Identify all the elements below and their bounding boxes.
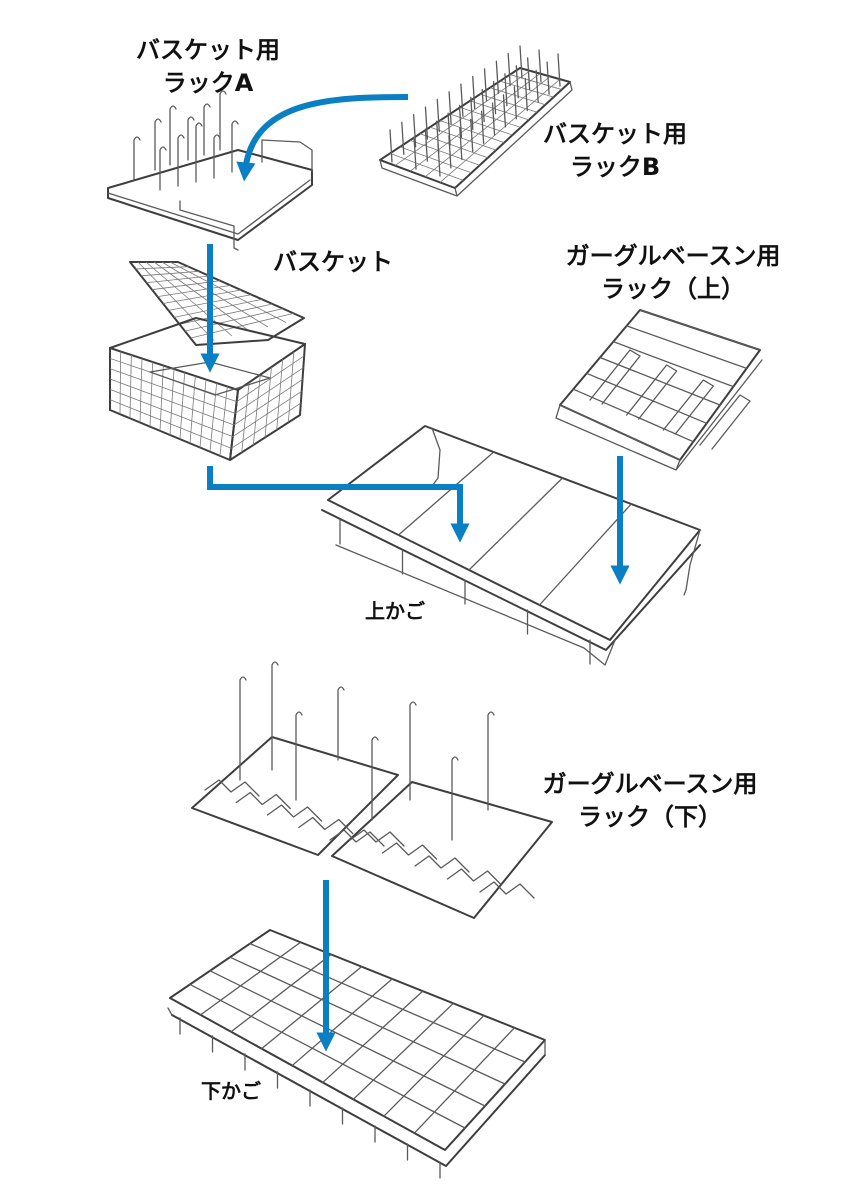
label-gargle-rack-upper-line2: ラック（上） <box>601 275 745 303</box>
label-upper-basket: 上かご <box>350 598 440 624</box>
label-basket-rack-a-line1: バスケット用 <box>136 36 280 64</box>
label-gargle-rack-upper: ガーグルベースン用 ラック（上） <box>548 240 798 306</box>
label-gargle-rack-lower-line1: ガーグルベースン用 <box>542 770 758 798</box>
basket-rack-b <box>379 45 573 197</box>
label-gargle-rack-upper-line1: ガーグルベースン用 <box>565 242 781 270</box>
label-lower-basket-text: 下かご <box>201 1079 261 1103</box>
label-basket-rack-a-line2: ラックA <box>162 69 254 97</box>
assembly-arrows <box>200 94 630 1052</box>
basket <box>109 261 306 461</box>
label-gargle-rack-lower-line2: ラック（下） <box>578 803 722 831</box>
gargle-rack-lower <box>191 661 553 919</box>
lower-basket-frame <box>167 929 546 1179</box>
label-basket-rack-a: バスケット用 ラックA <box>118 34 298 100</box>
label-upper-basket-text: 上かご <box>365 599 425 623</box>
label-basket-rack-b-line2: ラックB <box>569 153 661 181</box>
label-basket-rack-b: バスケット用 ラックB <box>525 118 705 184</box>
label-basket-text: バスケット <box>273 248 393 276</box>
arrow-rack-b-to-rack-a <box>236 94 409 182</box>
gargle-rack-upper <box>555 309 763 471</box>
basket-rack-a <box>107 90 313 251</box>
arrow-basket-to-upper-basket <box>207 466 470 543</box>
label-gargle-rack-lower: ガーグルベースン用 ラック（下） <box>525 768 775 834</box>
label-basket: バスケット <box>258 246 408 279</box>
label-lower-basket: 下かご <box>186 1078 276 1104</box>
upper-basket-frame <box>321 425 701 666</box>
label-basket-rack-b-line1: バスケット用 <box>543 120 687 148</box>
